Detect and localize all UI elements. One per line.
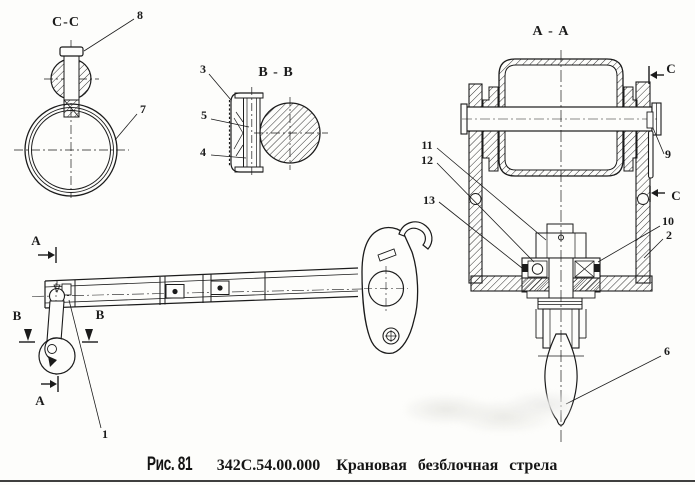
section-cc-title: С-С: [52, 15, 80, 30]
cotter-pin: [646, 111, 654, 179]
callout-2: 2: [643, 228, 672, 259]
figure-doc-number: 342С.54.00.000: [216, 457, 321, 474]
svg-text:C: C: [666, 61, 675, 76]
svg-text:6: 6: [664, 344, 670, 358]
boom-heel-bracket: [48, 281, 72, 305]
svg-text:3: 3: [200, 62, 206, 76]
callout-13: 13: [423, 193, 523, 269]
section-aa-view: А - А C C 9 11 12 13: [421, 24, 681, 444]
section-bb-title: В - В: [258, 65, 293, 80]
callout-3: 3: [200, 62, 232, 101]
callout-4: 4: [200, 145, 247, 159]
section-cc-view: С-С 8 7: [14, 8, 146, 198]
svg-text:A: A: [31, 233, 41, 248]
svg-text:8: 8: [137, 8, 143, 22]
svg-text:12: 12: [421, 153, 433, 167]
svg-text:9: 9: [665, 147, 671, 161]
callout-11: 11: [421, 138, 547, 241]
svg-text:11: 11: [421, 138, 432, 152]
boom-head-plate: [361, 221, 433, 355]
svg-text:10: 10: [662, 214, 674, 228]
cut-marker-c-bottom: C: [649, 186, 681, 203]
cut-marker-a-bottom: A: [35, 376, 59, 408]
callout-12: 12: [421, 153, 535, 263]
figure-title: Крановая безблочная стрела: [336, 457, 558, 474]
svg-text:7: 7: [140, 102, 146, 116]
section-bb-view: В - В 3 5 4: [200, 62, 328, 178]
page-bottom-rule: [0, 480, 695, 482]
callout-9: 9: [652, 127, 671, 161]
head-hook: [398, 221, 433, 250]
cut-marker-a-top: A: [31, 233, 57, 263]
svg-text:13: 13: [423, 193, 435, 207]
figure-caption: Рис. 81 342С.54.00.000 Крановая безблочн…: [0, 454, 695, 476]
callout-6: 6: [565, 344, 670, 405]
callout-10: 10: [597, 214, 674, 263]
cut-marker-c-top: C: [648, 61, 676, 84]
pivot-pin: [460, 102, 662, 136]
cut-marker-b-right: B: [82, 307, 105, 343]
callout-8: 8: [83, 8, 143, 52]
svg-text:5: 5: [201, 108, 207, 122]
callout-1: 1: [68, 299, 108, 441]
svg-text:2: 2: [666, 228, 672, 242]
callout-5: 5: [201, 108, 250, 128]
boom-main-view: A A B B 1: [13, 221, 433, 441]
svg-text:1: 1: [102, 427, 108, 441]
figure-number-label: Рис. 81: [146, 454, 192, 475]
svg-text:B: B: [13, 308, 22, 323]
svg-text:A: A: [35, 393, 45, 408]
svg-text:C: C: [671, 188, 680, 203]
section-aa-title: А - А: [533, 24, 570, 39]
svg-text:B: B: [96, 307, 105, 322]
lock-plate-2: [210, 280, 230, 295]
svg-text:4: 4: [200, 145, 206, 159]
callout-7: 7: [114, 102, 146, 141]
lock-plate-1: [165, 284, 185, 299]
hook-link: [38, 283, 76, 375]
cut-marker-b-left: B: [13, 308, 35, 343]
scan-watermark: [405, 382, 570, 432]
